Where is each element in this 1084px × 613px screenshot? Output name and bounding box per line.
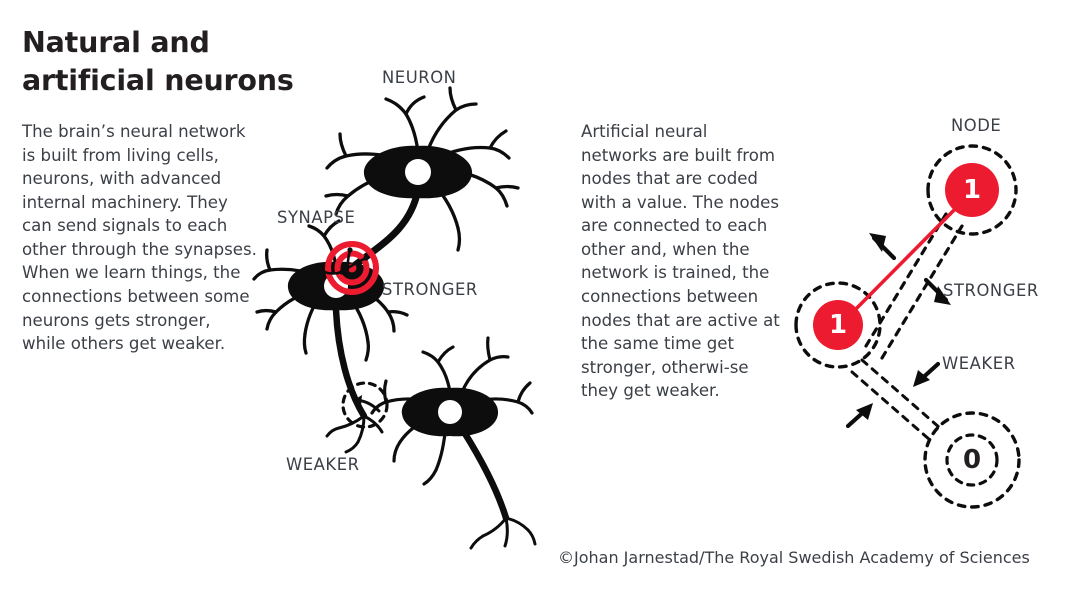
soma-top [363, 145, 473, 199]
node-top-right-value: 1 [963, 175, 981, 205]
node-halo-bottom-right [923, 411, 1021, 509]
axon-bottom [460, 428, 510, 522]
label-synapse: SYNAPSE [277, 208, 356, 227]
arrow-weaker-upper-right [913, 361, 941, 387]
connection-weaker [845, 358, 942, 442]
synapse-strong-bullseye [322, 241, 379, 295]
page-title: Natural and artificial neurons [22, 26, 294, 97]
right-panel-paragraph: Artificial neural networks are built fro… [581, 122, 780, 401]
node-bottom-right-value: 0 [963, 445, 981, 475]
node-top-right[interactable]: 1 [945, 163, 999, 217]
node-top-right-circle[interactable] [945, 163, 999, 217]
natural-neuron-diagram [252, 86, 537, 550]
credit-line: ©Johan Jarnestad/The Royal Swedish Acade… [558, 548, 1030, 567]
label-weaker-artificial: WEAKER [942, 354, 1016, 373]
node-bottom-right-circle[interactable] [945, 433, 999, 487]
node-bottom-right[interactable]: 0 [945, 433, 999, 487]
nucleus-middle [324, 274, 348, 298]
arrow-weaker-lower-left [845, 403, 873, 429]
label-neuron: NEURON [382, 68, 457, 87]
node-halo-left [794, 281, 882, 369]
soma-middle [287, 261, 385, 311]
axon-top-to-middle [350, 186, 422, 270]
axon-middle-to-bottom [332, 306, 368, 420]
nucleus-top [405, 159, 431, 185]
connection-stronger-rail-left [864, 212, 948, 348]
label-stronger-natural: STRONGER [382, 280, 478, 299]
connection-weaker-rail-upper [860, 358, 942, 430]
label-stronger-artificial: STRONGER [943, 281, 1039, 300]
label-weaker-natural: WEAKER [286, 455, 360, 474]
left-panel-paragraph: The brain’s neural network is built from… [22, 122, 257, 354]
node-halo-top-right [926, 144, 1018, 236]
connection-stronger-core [840, 194, 970, 325]
synapse-weak-dashed [341, 381, 389, 429]
neuron-cell-middle [252, 219, 409, 454]
connection-weaker-rail-lower [850, 370, 932, 442]
soma-bottom [401, 387, 499, 437]
neuron-cell-bottom [370, 336, 537, 550]
node-left[interactable]: 1 [813, 300, 863, 350]
node-left-circle[interactable] [813, 300, 863, 350]
label-node: NODE [951, 116, 1002, 135]
node-left-value: 1 [829, 310, 847, 340]
connection-stronger [840, 194, 970, 360]
nucleus-bottom [438, 400, 462, 424]
artificial-node-diagram: 1 1 0 [794, 144, 1021, 509]
arrow-stronger-upper-left [869, 233, 897, 261]
